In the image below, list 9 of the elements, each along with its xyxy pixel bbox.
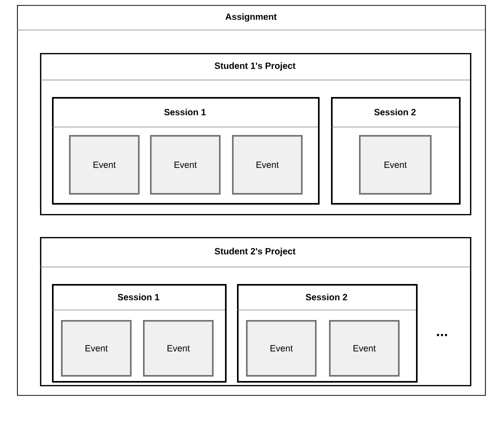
event-box: Event (232, 135, 303, 195)
event-box: Event (69, 135, 140, 195)
event-box: Event (246, 320, 317, 377)
event-box: Event (143, 320, 214, 377)
event-box: Event (329, 320, 400, 377)
event-box: Event (359, 135, 432, 195)
event-box: Event (150, 135, 221, 195)
event-box: Event (61, 320, 132, 377)
ellipsis: ... (436, 334, 448, 336)
